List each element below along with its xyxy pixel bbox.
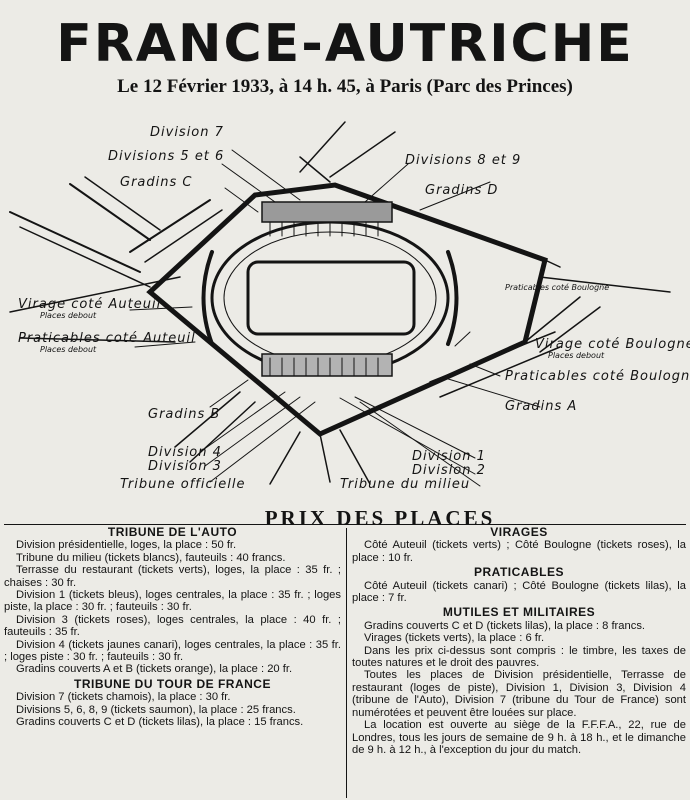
price-paragraph: Toutes les places de Division présidenti…: [352, 669, 686, 719]
price-paragraph: Dans les prix ci-dessus sont compris : l…: [352, 644, 686, 670]
label-division-7: Division 7: [150, 125, 224, 140]
track-ring: [223, 231, 437, 365]
label-tribune-milieu: Tribune du milieu: [340, 477, 470, 492]
prices-heading: PRIX DES PLACES: [264, 506, 496, 530]
price-paragraph: Division 1 (tickets bleus), loges centra…: [4, 589, 341, 614]
label-praticables-auteuil: Praticables coté Auteuil: [18, 331, 196, 346]
price-paragraph: Divisions 5, 6, 8, 9 (tickets saumon), l…: [16, 703, 296, 716]
headline-title: FRANCE-AUTRICHE: [56, 14, 634, 74]
label-virage-boulogne: Virage coté Boulogne: [535, 337, 690, 352]
label-division-1: Division 1: [412, 449, 486, 464]
label-division-3: Division 3: [148, 459, 222, 474]
section-heading: PRATICABLES: [474, 565, 564, 580]
label-divisions-8-9: Divisions 8 et 9: [405, 153, 521, 168]
price-paragraph: La location est ouverte au siège de la F…: [352, 719, 686, 756]
section-heading: TRIBUNE DE L'AUTO: [107, 525, 238, 539]
label-virage-auteuil: Virage coté Auteuil: [18, 297, 161, 312]
stadium-plan-illustration: Division 7 Divisions 5 et 6 Divisions 8 …: [9, 121, 690, 492]
price-paragraph: Division 7 (tickets chamois), la place :…: [16, 691, 231, 704]
column-divider: [346, 528, 347, 798]
label-division-2: Division 2: [412, 463, 486, 478]
price-paragraph: Gradins couverts A et B (tickets orange)…: [16, 663, 293, 676]
label-gradins-a: Gradins A: [505, 399, 577, 414]
pitch: [246, 260, 416, 336]
headline-subtitle: Le 12 Février 1933, à 14 h. 45, à Paris …: [117, 76, 573, 97]
price-paragraph: Division 4 (tickets jaunes canari), loge…: [4, 638, 341, 664]
label-gradins-d: Gradins D: [425, 183, 498, 198]
label-praticables-boulogne: Praticables coté Boulogne: [505, 369, 690, 384]
price-paragraph: Terrasse du restaurant (tickets verts), …: [4, 564, 341, 589]
price-paragraph: Division présidentielle, loges, la place…: [16, 539, 237, 552]
label-gradins-b: Gradins B: [148, 407, 220, 422]
label-places-debout-auteuil: Places debout: [40, 311, 97, 320]
label-division-4: Division 4: [148, 445, 222, 460]
price-paragraph: Virages (tickets verts), la place : 6 fr…: [364, 632, 545, 645]
price-paragraph: Tribune du milieu (tickets blancs), faut…: [16, 551, 286, 564]
label-divisions-5-6: Divisions 5 et 6: [108, 149, 224, 164]
label-tribune-officielle: Tribune officielle: [120, 477, 245, 492]
label-praticables-boulogne-top: Praticables coté Boulogne: [505, 282, 609, 292]
top-rule: [4, 524, 686, 525]
price-paragraph: Gradins couverts C et D (tickets lilas),…: [16, 716, 304, 729]
price-paragraph: Division 3 (tickets roses), loges centra…: [4, 613, 341, 639]
section-heading: TRIBUNE DU TOUR DE FRANCE: [74, 676, 271, 691]
section-heading: VIRAGES: [490, 525, 548, 539]
label-places-debout-praticables-auteuil: Places debout: [40, 345, 97, 354]
price-paragraph: Côté Auteuil (tickets canari) ; Côté Bou…: [352, 579, 686, 605]
price-paragraph: Gradins couverts C et D (tickets lilas),…: [364, 619, 646, 632]
tribune-tour-block: [261, 201, 393, 223]
label-gradins-c: Gradins C: [120, 175, 192, 190]
section-heading: MUTILES ET MILITAIRES: [442, 605, 596, 620]
price-paragraph: Côté Auteuil (tickets verts) ; Côté Boul…: [352, 539, 686, 564]
label-places-debout-boulogne: Places debout: [548, 351, 605, 360]
